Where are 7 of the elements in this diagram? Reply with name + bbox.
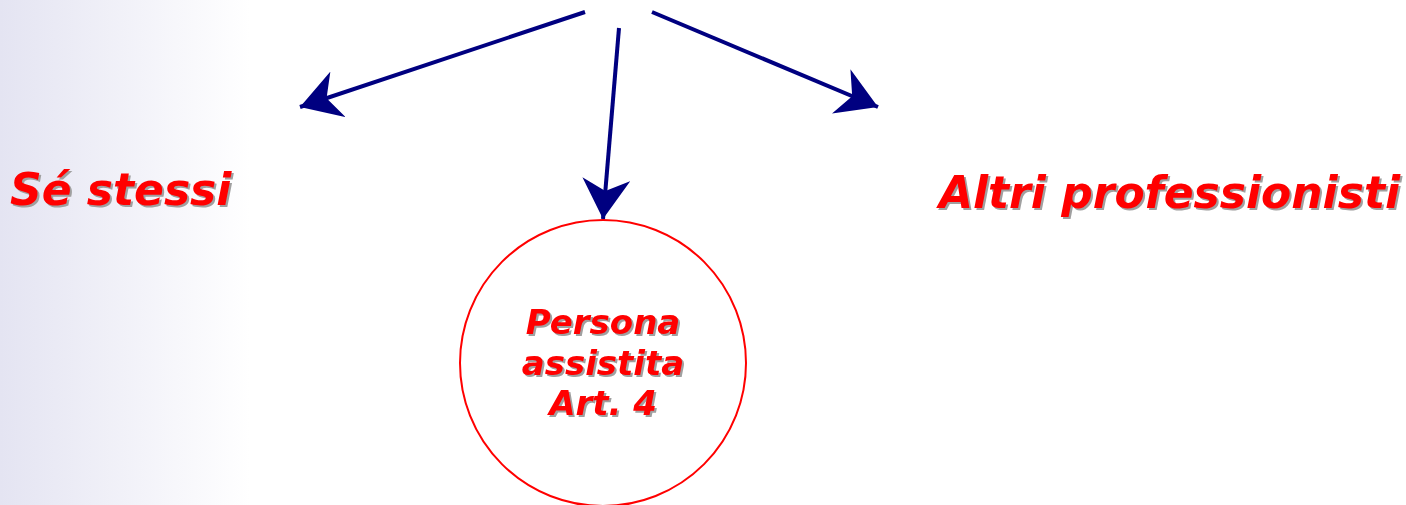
circle-label: Persona assistita Art. 4 — [520, 301, 686, 425]
circle-node — [459, 219, 747, 505]
arrow — [299, 10, 586, 118]
node-label: Altri professionisti — [938, 167, 1400, 220]
node-label: Sé stessi — [10, 164, 232, 217]
arrow — [651, 10, 879, 114]
arrow — [582, 27, 631, 220]
